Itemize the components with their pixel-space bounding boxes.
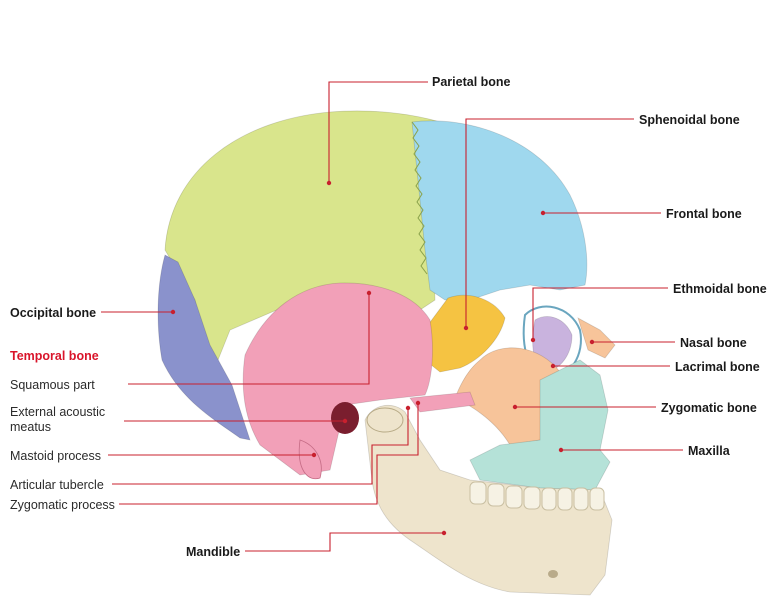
label-mastoid: Mastoid process	[10, 449, 101, 463]
leader-lacrimal-dot	[550, 363, 556, 369]
leader-mastoid-dot	[311, 452, 317, 458]
label-occipital: Occipital bone	[10, 306, 96, 320]
leader-mandible	[245, 532, 444, 552]
mastoid-process	[298, 439, 322, 480]
label-sphenoidal: Sphenoidal bone	[639, 113, 740, 127]
teeth	[469, 481, 605, 511]
mandibular-condyle	[366, 407, 404, 433]
label-temporal-heading: Temporal bone	[10, 349, 99, 363]
leader-occipital-dot	[170, 309, 176, 315]
leader-ext-acoustic-dot	[342, 418, 348, 424]
occipital-region	[157, 254, 251, 441]
leader-squamous-dot	[366, 290, 372, 296]
leader-nasal-dot	[589, 339, 595, 345]
label-parietal: Parietal bone	[432, 75, 511, 89]
leader-zyg-process-dot	[415, 400, 421, 406]
coronal-suture	[411, 121, 428, 275]
leader-ethmoidal	[532, 287, 668, 340]
label-ext-acoustic-1: External acoustic	[10, 405, 105, 419]
label-articular: Articular tubercle	[10, 478, 104, 492]
leader-maxilla-dot	[558, 447, 564, 453]
mental-foramen	[548, 570, 558, 578]
leader-mandible-dot	[441, 530, 447, 536]
leader-zyg-process	[119, 403, 419, 505]
label-zygomatic: Zygomatic bone	[661, 401, 757, 415]
label-ethmoidal: Ethmoidal bone	[673, 282, 767, 296]
acoustic-meatus	[331, 402, 359, 434]
leader-zygomatic-dot	[512, 404, 518, 410]
leader-parietal	[328, 81, 428, 183]
label-zygomatic-process: Zygomatic process	[10, 498, 115, 512]
leader-articular-dot	[405, 405, 411, 411]
frontal-region	[411, 120, 588, 301]
label-lacrimal: Lacrimal bone	[675, 360, 760, 374]
sphenoid-region	[424, 294, 506, 373]
zygomatic-arch	[409, 391, 476, 413]
label-ext-acoustic-2: meatus	[10, 420, 51, 434]
skull-illustration	[157, 110, 616, 596]
leader-sphenoidal	[465, 118, 634, 328]
leader-ethmoidal-dot	[530, 337, 536, 343]
leader-frontal-dot	[540, 210, 546, 216]
leader-squamous	[128, 293, 370, 385]
leader-sphenoidal-dot	[463, 325, 469, 331]
label-mandible: Mandible	[186, 545, 240, 559]
leader-parietal-dot	[326, 180, 332, 186]
label-nasal: Nasal bone	[680, 336, 747, 350]
label-frontal: Frontal bone	[666, 207, 742, 221]
leader-lines	[101, 81, 683, 552]
temporal-region	[242, 282, 433, 476]
nasal-region	[577, 317, 616, 359]
label-maxilla: Maxilla	[688, 444, 731, 458]
leader-articular	[112, 408, 409, 485]
labels: Parietal bone Sphenoidal bone Frontal bo…	[10, 75, 767, 559]
label-squamous: Squamous part	[10, 378, 95, 392]
